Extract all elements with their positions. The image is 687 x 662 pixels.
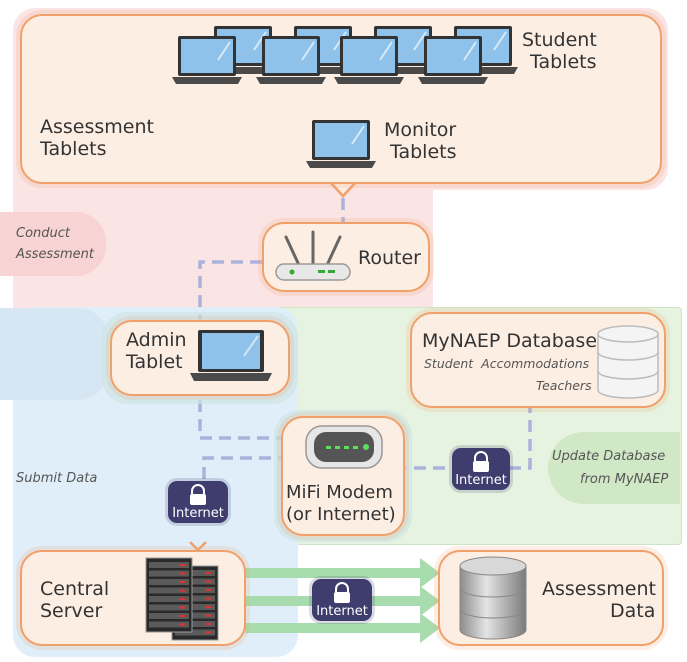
internet-label: Internet	[172, 506, 224, 521]
assessment-pointer	[329, 181, 357, 198]
lock-icon	[190, 484, 206, 505]
student-tablet-icon-front-1	[172, 36, 242, 84]
monitor-tablets-line1: Monitor	[384, 119, 457, 141]
submit-label-bg	[0, 308, 108, 400]
assessment-data-line2: Data	[610, 600, 656, 622]
admin-label-line1: Admin	[126, 329, 187, 351]
conduct-label-line2: Assessment	[16, 247, 94, 262]
assessment-data-line1: Assessment	[542, 578, 656, 600]
update-label-bg	[548, 432, 680, 504]
student-tablet-icon-front-3	[334, 36, 404, 84]
student-tablet-icon-front-2	[256, 36, 326, 84]
admin-modem-connector	[198, 400, 282, 440]
database-item-teachers: Teachers	[536, 378, 592, 393]
internet-pill-server: Internet	[168, 481, 228, 523]
internet-pill-database: Internet	[452, 448, 510, 490]
server-rack-front	[145, 557, 193, 633]
update-label-line2: from MyNAEP	[580, 472, 669, 487]
conduct-label-line1: Conduct	[16, 226, 71, 241]
conduct-label-bg	[0, 212, 106, 276]
admin-label-line2: Tablet	[126, 351, 183, 373]
modem-label-line2: (or Internet)	[286, 504, 396, 525]
lock-icon	[334, 582, 350, 603]
student-tablets-line1: Student	[522, 29, 597, 51]
student-tablet-icon-front-4	[418, 36, 488, 84]
student-tablets-line2: Tablets	[530, 51, 597, 73]
modem-server-connector	[202, 456, 290, 480]
router-box	[262, 222, 430, 292]
submit-label: Submit Data	[16, 471, 98, 486]
router-label: Router	[358, 247, 421, 269]
monitor-tablet-icon	[306, 120, 376, 168]
modem-label-line1: MiFi Modem	[286, 482, 393, 503]
monitor-tablets-line2: Tablets	[390, 141, 457, 163]
database-item-accommodations: Student Accommodations	[424, 356, 590, 371]
server-label-line2: Server	[40, 600, 103, 622]
modem-database-connector	[395, 408, 532, 470]
internet-label: Internet	[455, 473, 507, 488]
assessment-title-line2: Tablets	[40, 138, 107, 160]
database-title: MyNAEP Database	[422, 330, 598, 352]
lock-icon	[473, 451, 489, 472]
assessment-title-line1: Assessment	[40, 116, 154, 138]
router-admin-connector	[198, 260, 262, 322]
internet-pill-data: Internet	[312, 579, 372, 621]
update-label-line1: Update Database	[552, 449, 666, 464]
internet-label: Internet	[316, 604, 368, 619]
server-label-line1: Central	[40, 578, 110, 600]
